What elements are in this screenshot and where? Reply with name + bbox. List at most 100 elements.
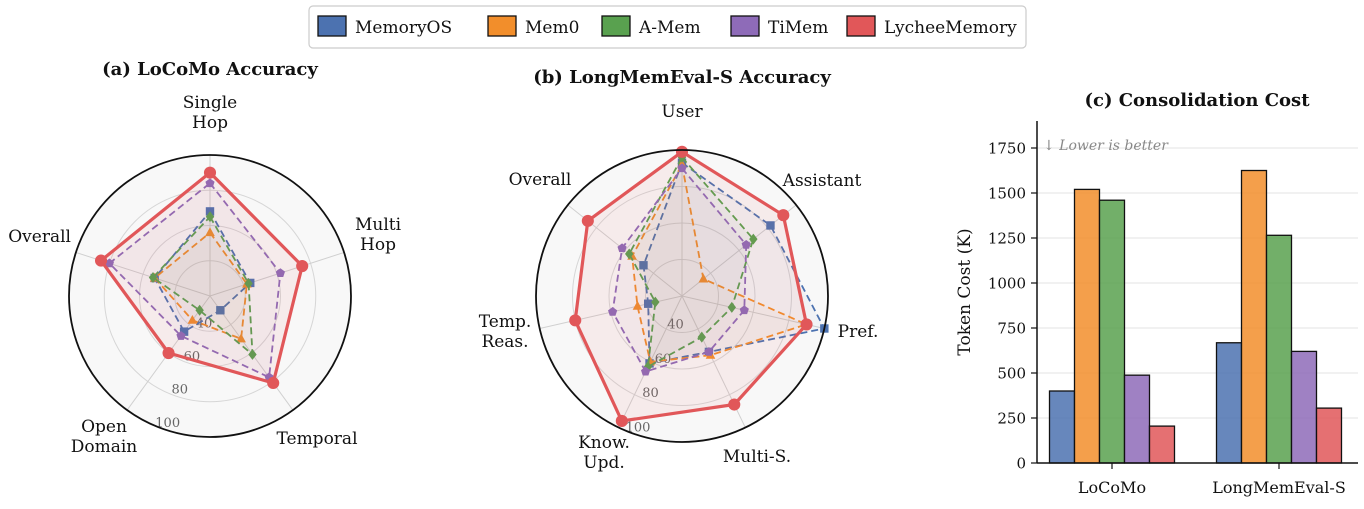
radial-tick-label: 100 [626, 421, 651, 436]
series-mem0 [149, 227, 252, 343]
bar-lycheememory [1315, 407, 1343, 464]
axis-label-line: Multi [355, 215, 402, 235]
data-point [179, 327, 189, 336]
series-a-mem [148, 211, 257, 360]
legend-label: MemoryOS [355, 18, 452, 38]
series-area [101, 172, 303, 383]
series-line [108, 182, 282, 379]
series-area [629, 157, 754, 367]
y-axis-label: Token Cost (K) [955, 228, 975, 355]
legend-item-lycheememory: LycheeMemory [846, 15, 1017, 38]
series-timem [104, 178, 285, 382]
data-point [176, 331, 186, 340]
data-point [727, 301, 737, 313]
data-point [244, 278, 253, 289]
data-point [651, 296, 660, 308]
axis-label-line: Pref. [838, 322, 879, 342]
data-point [625, 248, 634, 260]
data-point [749, 233, 758, 245]
bar-mem0 [1073, 188, 1101, 464]
axis-label: Overall [8, 227, 71, 247]
chart-title: (c) Consolidation Cost [1084, 90, 1310, 111]
y-tick-label: 750 [997, 320, 1026, 338]
series-timem [608, 163, 751, 376]
data-point [608, 307, 618, 316]
data-point [675, 145, 689, 158]
legend-item-timem: TiMem [730, 15, 828, 38]
bar-group-longmemeval-s [1215, 169, 1343, 464]
axis-label-line: Overall [8, 227, 71, 247]
data-point [704, 347, 714, 356]
data-point [162, 346, 175, 360]
legend-swatch [730, 15, 760, 37]
radar-chart-locomo: (a) LoCoMo Accuracy406080100SingleHopMul… [8, 59, 401, 457]
series-area [575, 151, 807, 422]
axis-label-line: Reas. [481, 332, 528, 352]
chart-title: (a) LoCoMo Accuracy [102, 59, 318, 80]
series-lycheememory [94, 166, 309, 390]
axis-label-line: Multi-S. [723, 447, 791, 467]
axis-label: Multi-S. [723, 447, 791, 467]
radar-spoke [681, 295, 825, 329]
radial-tick-label: 80 [642, 386, 659, 401]
axis-label: Temp.Reas. [479, 312, 532, 352]
data-point [216, 306, 225, 315]
radial-tick-label: 40 [667, 318, 684, 333]
data-point [698, 273, 709, 283]
legend-label: LycheeMemory [884, 18, 1017, 38]
series-line [631, 163, 808, 363]
axis-label-line: User [661, 102, 703, 122]
bar-memoryos [1048, 390, 1076, 464]
y-tick-label: 1250 [988, 230, 1026, 248]
x-tick-label: LongMemEval-S [1212, 478, 1346, 497]
series-line [152, 215, 254, 356]
axis-label-line: Hop [192, 113, 228, 133]
data-point [205, 227, 215, 237]
bar-memoryos [1215, 342, 1243, 464]
data-point [569, 314, 582, 327]
legend-swatch [846, 15, 876, 37]
legend: MemoryOS Mem0 A-Mem TiMem LycheeMemory [308, 5, 1027, 49]
bar-timem [1123, 374, 1151, 464]
y-tick-label: 1750 [988, 140, 1026, 158]
bar-a-mem [1098, 199, 1126, 464]
axis-label-line: Temp. [479, 312, 532, 332]
legend-label: Mem0 [525, 18, 579, 38]
data-point [766, 221, 775, 230]
bar-lycheememory [1148, 425, 1176, 464]
legend-label: A-Mem [638, 18, 701, 38]
axis-label-line: Upd. [583, 453, 625, 473]
data-point [205, 211, 215, 223]
data-point [195, 304, 204, 316]
series-area [612, 168, 747, 372]
annotation-lower-is-better: ↓ Lower is better [1043, 138, 1169, 154]
axis-label-line: Know. [578, 433, 630, 453]
data-point [581, 214, 594, 227]
series-area [632, 164, 807, 362]
data-point [236, 333, 246, 343]
data-point [104, 258, 115, 268]
data-point [739, 305, 749, 315]
bar-group-locomo [1048, 188, 1176, 464]
bar-chart-consolidation-cost: (c) Consolidation Cost025050075010001250… [955, 90, 1358, 497]
axis-label: Overall [509, 170, 572, 190]
y-tick-label: 250 [997, 410, 1026, 428]
series-lycheememory [569, 145, 813, 428]
axis-label-line: Overall [509, 170, 572, 190]
data-point [203, 166, 217, 179]
legend-swatch [601, 15, 631, 37]
bar-a-mem [1265, 234, 1293, 464]
series-line [628, 156, 755, 368]
data-point [800, 318, 813, 331]
axis-label-line: Domain [71, 437, 138, 457]
data-point [639, 261, 648, 270]
axis-label: Pref. [838, 322, 879, 342]
legend-item-memoryos: MemoryOS [317, 15, 452, 38]
y-tick-label: 1000 [988, 275, 1026, 293]
legend-swatch [317, 15, 347, 37]
series-line [99, 171, 304, 385]
data-point [615, 414, 628, 428]
axis-label-line: Hop [360, 235, 396, 255]
